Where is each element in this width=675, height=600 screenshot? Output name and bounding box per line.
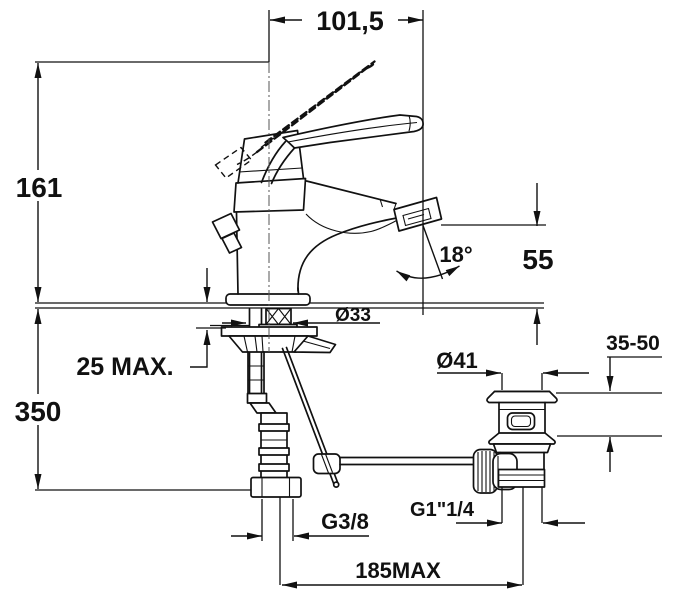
dimension-waste-clamp-range: 35-50 <box>556 332 662 472</box>
drain-assembly <box>472 390 558 523</box>
dim-label-spout-projection: 101,5 <box>316 6 384 36</box>
dim-label-supply-thread: G3/8 <box>321 509 369 534</box>
overflow-slot-inner <box>510 415 532 428</box>
dim-label-max-reach: 185MAX <box>355 558 441 583</box>
lever-handle <box>260 114 424 185</box>
dimension-outlet-angle: 18° <box>396 225 473 282</box>
dim-label-hole-diameter: Ø33 <box>335 305 371 326</box>
dimension-body-height: 161 <box>13 63 65 302</box>
supply-shank <box>247 351 265 395</box>
dimension-supply-thread: G3/8 <box>231 499 369 541</box>
dim-label-outlet-height: 55 <box>522 244 553 275</box>
dimension-supply-length: 350 <box>10 309 66 489</box>
mounting-hardware <box>220 307 475 498</box>
waste-tailpipe <box>497 468 546 523</box>
rod-through-clamp <box>320 453 334 474</box>
dimension-spout-projection: 101,5 <box>268 6 424 315</box>
faucet-body <box>233 129 400 295</box>
waste-flange <box>486 390 558 404</box>
dim-label-body-height: 161 <box>16 172 63 203</box>
dimension-outlet-height: 55 <box>441 183 554 345</box>
dim-label-supply-length: 350 <box>15 396 62 427</box>
dimension-hole-diameter: Ø33 <box>222 305 380 327</box>
dim-label-outlet-angle: 18° <box>439 242 472 267</box>
faucet <box>211 60 443 306</box>
supply-hex-nut <box>250 476 302 498</box>
dim-label-waste-thread: G1"1/4 <box>410 499 475 521</box>
dimensions: 101,5 161 350 55 <box>10 6 662 589</box>
waste-locknut <box>492 443 552 454</box>
dim-label-deck-thickness: 25 MAX. <box>76 353 173 381</box>
pop-up-knob <box>211 212 243 254</box>
dimension-deck-thickness: 25 MAX. <box>76 268 226 381</box>
aerator <box>393 196 443 232</box>
dim-label-waste-diameter: Ø41 <box>436 348 478 373</box>
mounting-nut <box>220 326 337 354</box>
lever-handle-raised <box>214 60 376 179</box>
waste-locknut-flange <box>488 432 556 445</box>
supply-hose <box>246 392 290 479</box>
linkage-bar <box>339 456 475 466</box>
dimension-max-reach: 185MAX <box>279 487 524 589</box>
dimension-waste-diameter: Ø41 <box>436 348 589 390</box>
dimension-waste-thread: G1"1/4 <box>410 499 585 527</box>
seal-hatch <box>265 307 292 326</box>
dim-label-waste-clamp-range: 35-50 <box>606 332 660 355</box>
overflow-slot <box>506 412 536 431</box>
waste-body <box>498 401 546 434</box>
escutcheon-base <box>225 293 311 306</box>
